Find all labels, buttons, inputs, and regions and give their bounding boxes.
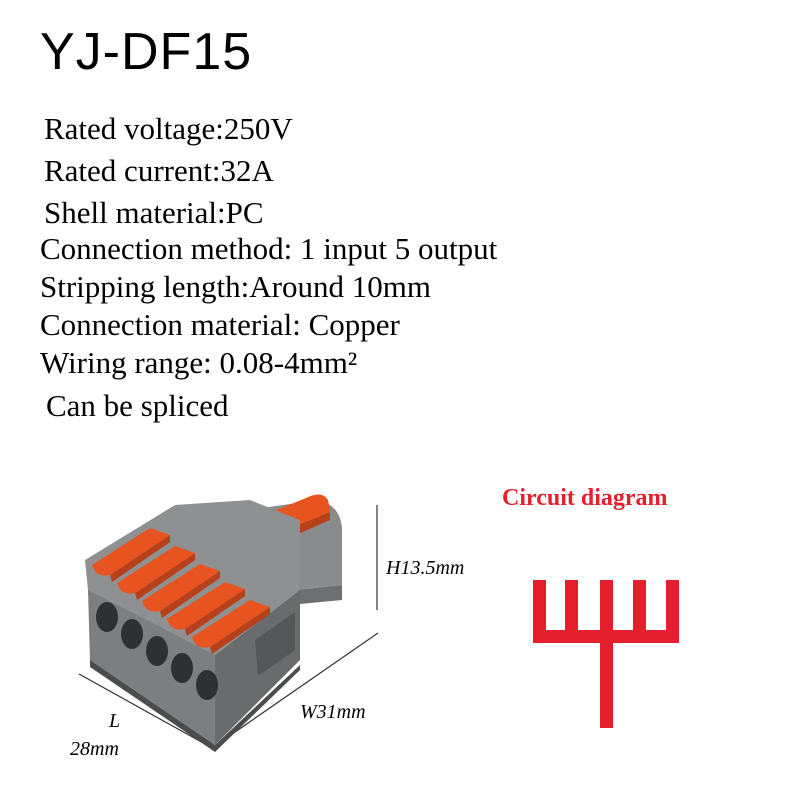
spec-wiring-range: Wiring range: 0.08-4mm² xyxy=(40,345,358,380)
spec-shell-material: Shell material:PC xyxy=(44,195,264,230)
spec-rated-voltage: Rated voltage:250V xyxy=(44,111,293,146)
length-value-label: 28mm xyxy=(70,738,119,760)
product-title: YJ-DF15 xyxy=(40,23,253,81)
spec-splice-note: Can be spliced xyxy=(46,388,229,423)
spec-stripping-length: Stripping length:Around 10mm xyxy=(40,269,431,304)
height-dimension-label: H13.5mm xyxy=(386,557,465,579)
width-dimension-line xyxy=(211,632,379,749)
orange-levers xyxy=(92,528,270,654)
spec-connection-method: Connection method: 1 input 5 output xyxy=(40,231,498,266)
length-dimension-line xyxy=(78,673,206,745)
circuit-diagram-title: Circuit diagram xyxy=(502,485,668,511)
length-letter-label: L xyxy=(109,710,121,732)
spec-rated-current: Rated current:32A xyxy=(44,153,274,188)
width-dimension-label: W31mm xyxy=(300,701,366,723)
circuit-diagram-icon xyxy=(533,580,679,728)
spec-connection-material: Connection material: Copper xyxy=(40,307,400,342)
